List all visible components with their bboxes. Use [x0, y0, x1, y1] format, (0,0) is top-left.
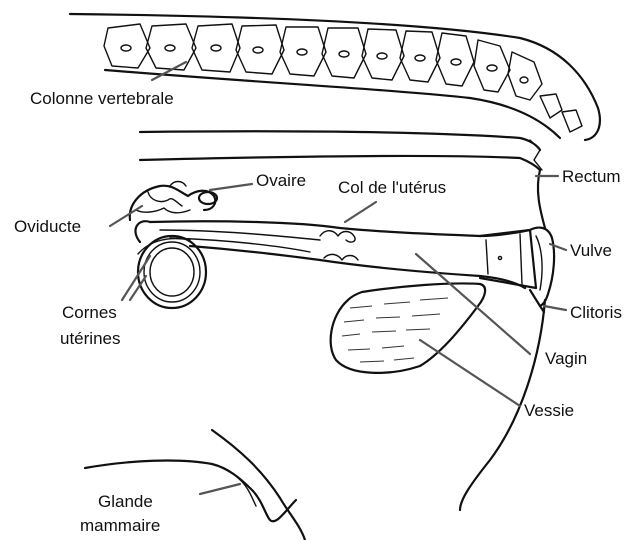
label-clitoris: Clitoris — [570, 303, 622, 322]
leader-spine — [152, 62, 186, 80]
label-horns-line2: utérines — [60, 329, 120, 348]
label-vagina: Vagin — [545, 349, 587, 368]
ovary-oviduct — [130, 182, 217, 221]
leader-bladder — [420, 340, 520, 406]
label-vulva: Vulve — [570, 241, 612, 260]
label-horns-line1: Cornes — [62, 303, 117, 322]
body-outline — [212, 170, 545, 540]
uterus-cervix — [150, 221, 530, 288]
leader-clitoris — [544, 306, 566, 310]
leader-oviduct — [110, 206, 142, 226]
label-spine: Colonne vertebrale — [30, 89, 174, 108]
vagina — [480, 230, 536, 288]
leader-vagina — [416, 254, 530, 354]
leader-mammary — [200, 484, 240, 494]
rectum — [140, 131, 542, 170]
mammary-gland — [85, 461, 296, 522]
vertebral-column — [70, 14, 600, 140]
uterine-horns — [135, 221, 206, 308]
label-mammary-line1: Glande — [98, 492, 153, 511]
leader-vulva — [550, 244, 566, 250]
label-rectum: Rectum — [562, 167, 621, 186]
leader-ovary — [210, 184, 252, 190]
leader-cervix — [345, 202, 376, 222]
label-mammary-line2: mammaire — [80, 516, 160, 535]
label-bladder: Vessie — [524, 401, 574, 420]
label-cervix: Col de l'utérus — [338, 178, 446, 197]
label-ovary: Ovaire — [256, 171, 306, 190]
bladder — [331, 283, 485, 372]
label-oviduct: Oviducte — [14, 217, 81, 236]
